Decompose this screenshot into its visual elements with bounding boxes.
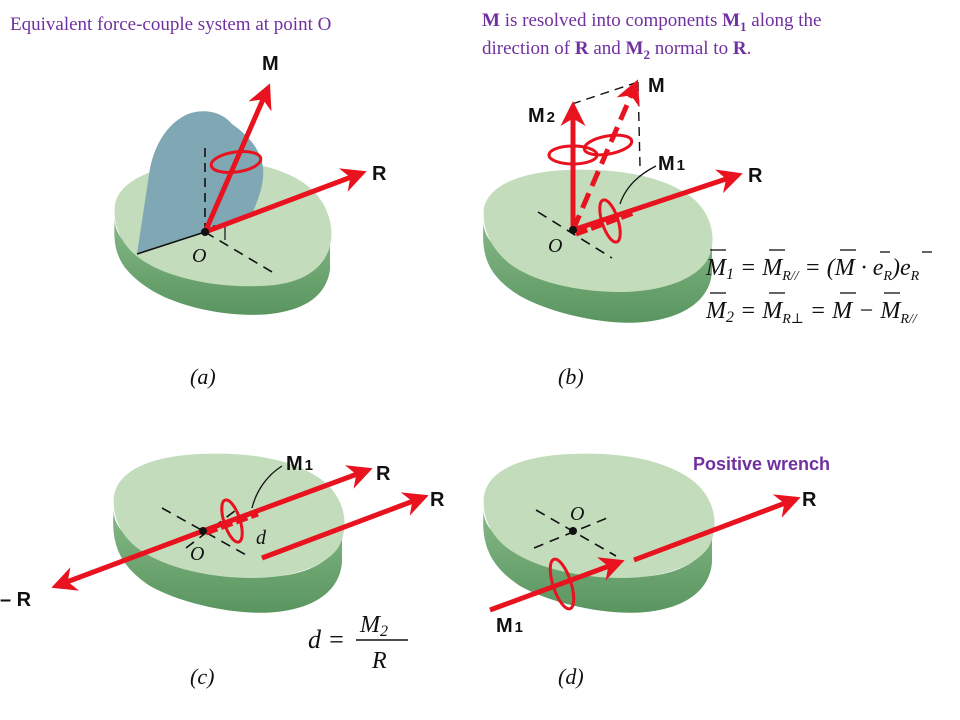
label-r-a: R [372,163,387,185]
label-o-d: O [570,503,584,525]
parallelogram-right [637,81,641,167]
point-o-a [201,228,209,236]
m1-pointer-arc [619,165,657,205]
panel-a: M R O (a) [114,53,387,389]
wall-a [137,111,264,255]
label-m-a: M [262,53,279,75]
vector-r-a [204,168,367,235]
panel-label-d: (d) [558,664,584,689]
point-o-c [199,527,207,535]
plate-a-side [114,218,330,315]
eq-d-lhs: d = [308,625,345,654]
plate-d-side [483,508,712,613]
vector-r-c-upper [202,465,373,534]
vector-minus-r-c [51,528,204,591]
equation-m1: M1 = MR// = (M · eR)eR [705,255,920,284]
dashed-axis-c-2 [185,509,237,549]
label-r-c-lower: R [430,489,445,511]
couple-ring-m1-b [598,198,622,244]
parallelogram-top [571,81,639,105]
label-minus-r-c: – R [0,589,32,611]
label-m-b: M [648,75,665,97]
couple-ring-m-b [582,133,634,157]
equation-d: d = M2 R [308,612,408,674]
dashed-axis-d-1 [535,509,617,557]
label-o-a: O [192,245,206,267]
dashed-axis-a-diagonal [204,231,273,273]
label-r-d: R [802,489,817,511]
caption-a-title: Equivalent force-couple system at point … [10,14,331,35]
panel-label-a: (a) [190,364,216,389]
label-o-b: O [548,235,562,257]
plate-c-side [113,508,342,613]
eq-d-denominator: R [371,648,387,674]
caption-b-title-line1: M is resolved into components M1 along t… [482,10,821,34]
couple-ring-a [209,150,263,174]
label-o-c: O [190,543,204,565]
vector-m1-d [489,557,625,613]
m1-pointer-c [251,465,283,509]
point-o-b [569,226,577,234]
couple-ring-m1-c [220,498,244,544]
vector-r-c-lower [261,492,429,561]
couple-ring-m1-d [548,557,576,611]
plate-b-side [483,220,712,323]
panel-label-b: (b) [558,364,584,389]
point-o-d [569,527,577,535]
vector-m1-c [205,511,259,536]
label-r-c-upper: R [376,463,391,485]
vector-m-b [570,79,640,231]
plate-d-top [483,453,715,578]
vector-r-b [572,169,743,233]
label-r-b: R [748,165,763,187]
panel-label-c: (c) [190,664,214,689]
dashed-axis-b-1 [537,211,613,259]
label-d-c: d [256,527,267,549]
vector-m1-b [575,209,637,237]
equations-b: M1 = MR// = (M · eR)eR M2 = MR⊥ = M − MR… [705,249,932,327]
vector-m-a [202,83,272,234]
eq-d-numerator: M2 [359,612,388,640]
caption-b-title-line2: direction of R and M2 normal to R. [482,38,751,62]
vector-r-d [633,494,801,563]
caption-d-title: Positive wrench [693,454,830,474]
overbars-eq1 [710,249,932,253]
wall-edge-a [136,231,206,255]
equation-m2: M2 = MR⊥ = M − MR// [705,298,918,327]
